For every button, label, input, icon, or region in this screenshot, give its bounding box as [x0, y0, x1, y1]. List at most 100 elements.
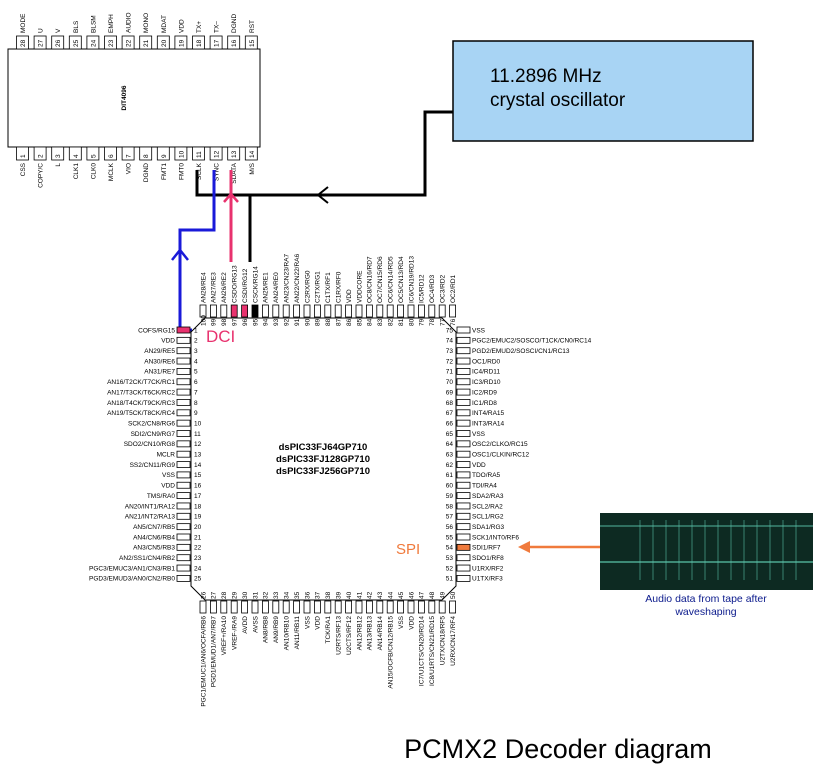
- pic-right-pin-number: 56: [446, 524, 454, 531]
- pic-bottom-pin-label: AN12/RB12: [356, 616, 363, 651]
- pic-top-pin-box: [313, 304, 321, 318]
- pic-left-pin-box: [176, 492, 191, 500]
- pic-bottom-pin-box: [397, 600, 405, 614]
- pic-right-pin-box: [456, 336, 471, 344]
- dit-top-pin-label: MONO: [143, 13, 150, 33]
- dit-bottom-pin-number: 2: [38, 154, 45, 158]
- pic-top-pin-number: 80: [408, 318, 415, 326]
- pic-left-pin-number: 21: [194, 534, 202, 541]
- pic-bottom-pin-number: 31: [252, 591, 259, 599]
- pic-left-pin-box: [176, 419, 191, 427]
- waveform-background: [600, 513, 813, 590]
- pic-right-pin-number: 63: [446, 452, 454, 459]
- pic-bottom-pin-label: AVDD: [242, 616, 249, 634]
- pic-right-pin-number: 54: [446, 545, 454, 552]
- pic-bottom-pin-label: VDD: [408, 616, 415, 630]
- dit4096-chip: DIT4096 28MODE27U26V25BLS24BLSM23EMPH22A…: [7, 12, 261, 188]
- pic-top-pin-box: [272, 304, 280, 318]
- pic-right-pin-label: SDI1/RF7: [472, 545, 501, 552]
- pic-bottom-pin-number: 26: [200, 591, 207, 599]
- dit-top-pin-box: [68, 35, 82, 50]
- pic-left-pin-box: [176, 564, 191, 572]
- pic-bottom-pin-number: 47: [419, 591, 426, 599]
- dit-bottom-pin-box: [156, 146, 170, 161]
- pic-left-pin-label: VDD: [161, 338, 175, 345]
- dspic-bottom-pins: PGC1/EMUC1/AN6/OCFA/RB626PGD1/EMUD1/AN7/…: [199, 591, 457, 707]
- pic-left-pin-label: AN20/INT1/RA12: [125, 503, 176, 510]
- pic-bottom-pin-box: [365, 600, 373, 614]
- dit-top-pin-box: [139, 35, 153, 50]
- pic-left-pin-number: 2: [194, 338, 198, 345]
- pic-left-pin-label: SS2/CN11/RG9: [130, 462, 176, 469]
- pic-top-pin-box: [334, 304, 342, 318]
- pic-right-pin-box: [456, 430, 471, 437]
- pic-right-pin-box: [456, 419, 471, 427]
- dit-bottom-pin-number: 6: [108, 154, 115, 158]
- dit-top-pin-number: 18: [196, 39, 203, 47]
- pic-left-pin-box: [176, 512, 191, 520]
- pic-bottom-pin-label: VREF+/RA10: [221, 616, 228, 656]
- pic-right-pin-box: [456, 409, 471, 417]
- pic-bottom-pin-box: [251, 600, 259, 614]
- pic-top-pin-label: OC7/CN15/RD6: [377, 256, 384, 303]
- pic-top-pin-label: OC3/RD2: [440, 274, 447, 303]
- pic-left-pin-label: AN16/T2CK/T7CK/RC1: [107, 379, 175, 386]
- pic-left-pin-label: SDO2/CN10/RG8: [124, 441, 176, 448]
- pic-top-pin-number: 95: [252, 318, 259, 326]
- pic-top-pin-label: OC5/CN13/RD4: [398, 256, 405, 303]
- pic-top-pin-box: [324, 304, 332, 318]
- pic-left-pin-number: 11: [194, 431, 201, 438]
- dit-bottom-pin-label: FMT1: [161, 163, 168, 180]
- pic-left-pin-label: SCK2/CN8/RG6: [128, 420, 175, 427]
- dit-top-pin-number: 20: [161, 39, 168, 47]
- pic-right-pin-number: 60: [446, 483, 454, 490]
- pic-left-pin-box: [176, 440, 191, 448]
- pic-bottom-pin-number: 28: [221, 591, 228, 599]
- pic-bottom-pin-label: PGD1/EMUD1/AN7/RB7: [211, 616, 218, 688]
- dit-bottom-pin-label: SCLK: [196, 162, 203, 180]
- pic-right-pin-number: 72: [446, 358, 454, 365]
- pic-right-pin-label: VDD: [472, 462, 486, 469]
- pic-right-pin-box: [456, 326, 471, 334]
- dit-bottom-pin-number: 10: [178, 150, 185, 158]
- pic-left-pin-box: [176, 430, 191, 437]
- pic-right-pin-box: [456, 533, 471, 541]
- pic-top-pin-number: 79: [419, 318, 426, 326]
- pic-top-pin-number: 90: [304, 318, 311, 326]
- pic-bottom-pin-box: [438, 600, 446, 614]
- pic-bottom-pin-label: AN9/RB9: [273, 616, 280, 643]
- pic-left-pin-box: [176, 461, 191, 468]
- pic-top-pin-label: AN25/RE1: [263, 272, 270, 303]
- pic-top-pin-number: 92: [284, 318, 291, 326]
- pic-left-pin-box: [176, 399, 191, 406]
- pic-right-pin-number: 58: [446, 503, 454, 510]
- pic-top-pin-box: [241, 304, 249, 318]
- pic-left-pin-box: [176, 450, 191, 458]
- pic-top-pin-label: OC8/CN16/RD7: [367, 256, 374, 303]
- pic-left-pin-box: [176, 409, 191, 417]
- pic-left-pin-label: AN29/RE5: [144, 348, 175, 355]
- dit4096-bottom-pins: 1CSS2COPY/C3L4CLK15CLK06MCLK7VIO8DGND9FM…: [16, 146, 258, 188]
- pic-bottom-pin-label: TCK/RA1: [325, 616, 332, 644]
- pic-top-pin-label: IC6/CN19/RD13: [408, 256, 415, 303]
- pic-top-pin-number: 96: [242, 318, 249, 326]
- pic-top-pin-number: 86: [346, 318, 353, 326]
- pic-top-pin-box: [303, 304, 311, 318]
- pic-right-pin-label: IC2/RD9: [472, 389, 497, 396]
- pic-left-pin-box: [176, 388, 191, 396]
- pic-bottom-pin-number: 42: [367, 591, 374, 599]
- pic-right-pin-label: SDA2/RA3: [472, 493, 504, 500]
- pic-left-pin-box: [176, 357, 191, 365]
- pic-right-pin-box: [456, 367, 471, 375]
- clock-direction-arrow: [316, 186, 329, 204]
- sdata-arrow: [223, 192, 239, 203]
- dit-bottom-pin-label: SDATA: [231, 162, 238, 183]
- pic-left-pin-number: 15: [194, 472, 202, 479]
- pic-top-pin-box: [365, 304, 373, 318]
- dit-bottom-pin-number: 12: [214, 150, 221, 158]
- pic-right-pin-number: 52: [446, 565, 454, 572]
- pic-left-pin-number: 18: [194, 503, 202, 510]
- dit-top-pin-number: 16: [231, 39, 238, 47]
- dit-top-pin-number: 23: [108, 39, 115, 47]
